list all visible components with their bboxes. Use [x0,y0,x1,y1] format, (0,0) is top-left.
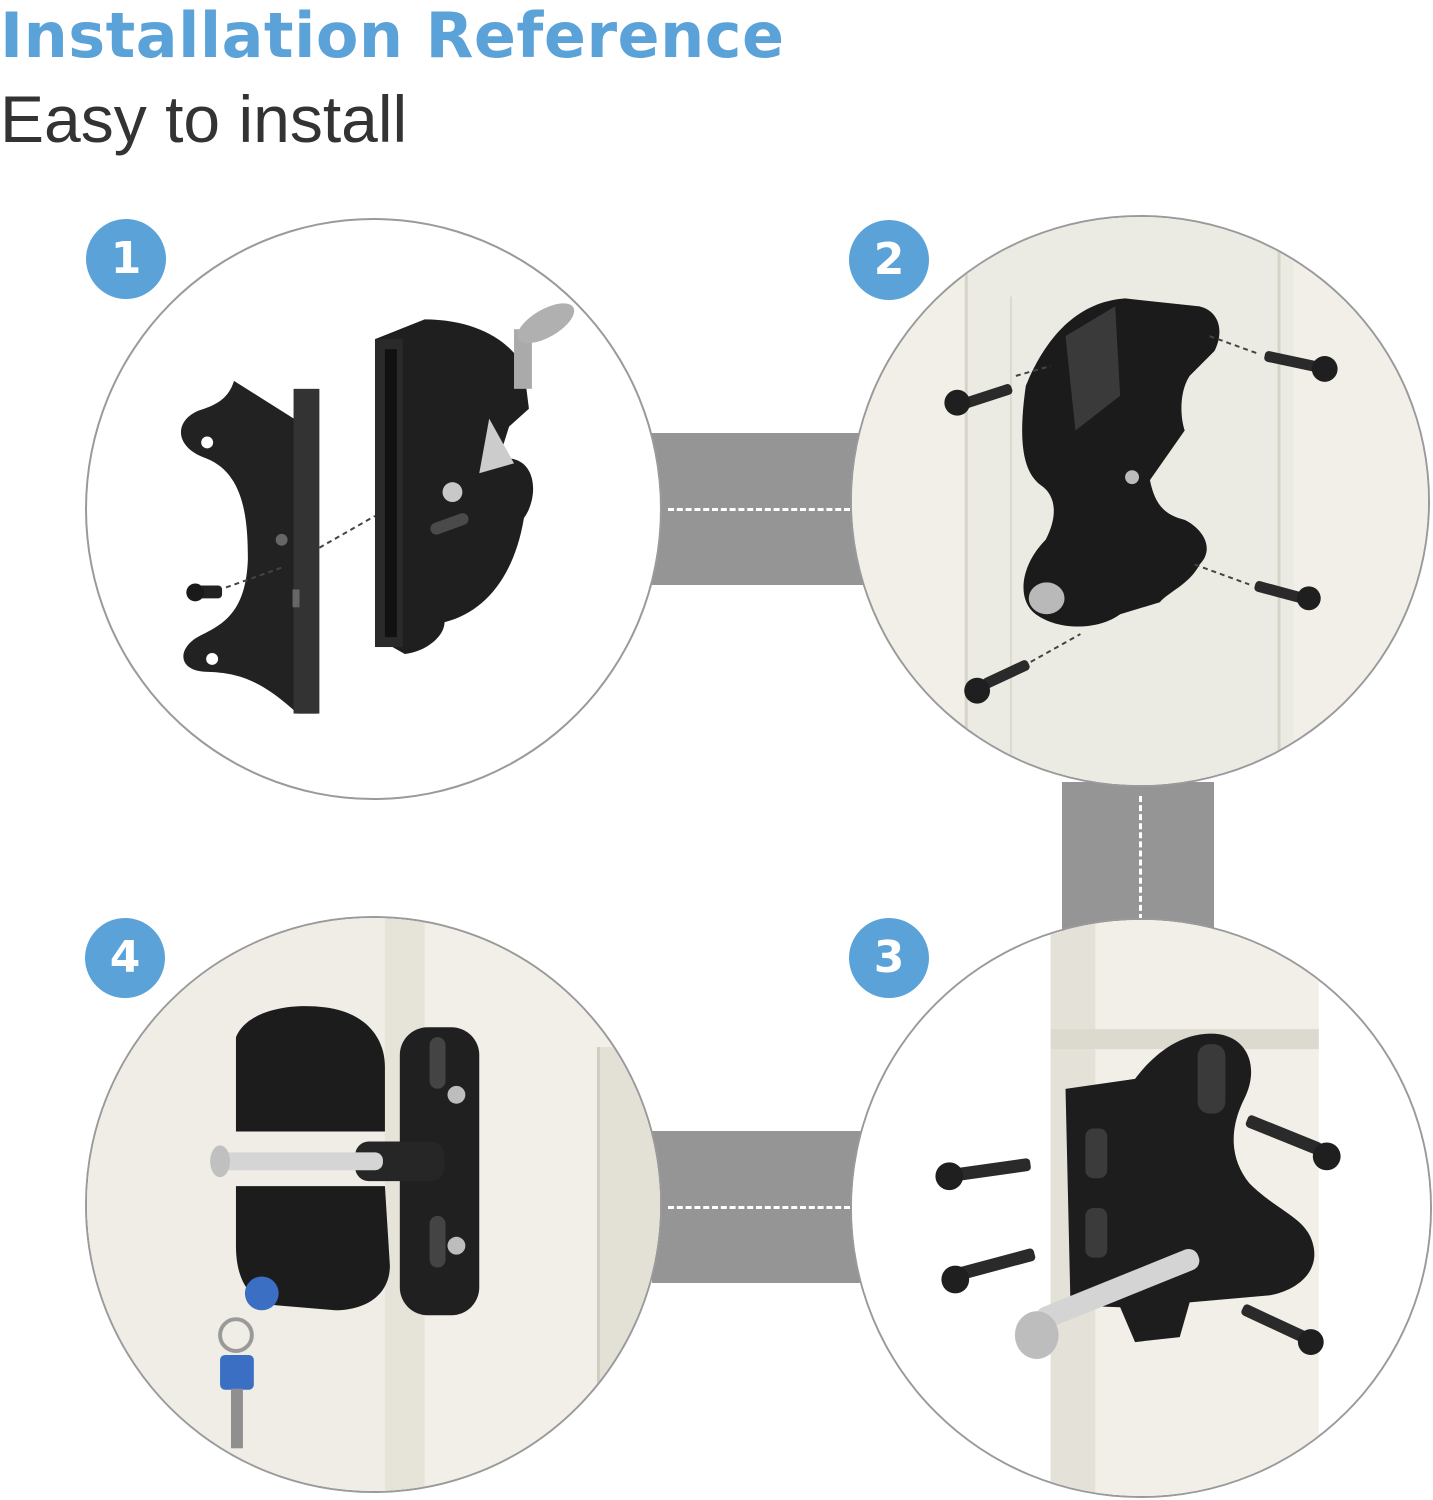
screw-icon [935,1158,1031,1191]
connector-2-to-3 [1062,782,1214,934]
step-4-illustration [85,916,662,1493]
key-icon [218,1276,279,1449]
keeper-bracket-with-pin-and-screws-icon [852,920,1430,1496]
connector-1-to-2-dashes [668,508,850,511]
screw-icon [1264,351,1338,382]
step-3-badge: 3 [849,918,929,998]
step-4-badge: 4 [85,918,165,998]
step-2-badge: 2 [849,220,929,300]
step-1-badge: 1 [86,219,166,299]
latch-mounted-on-post-with-screws-icon [852,217,1428,785]
page-title: Installation Reference [0,0,785,72]
connector-2-to-3-dashes [1139,796,1142,920]
screw-icon [944,384,1013,416]
screw-icon [941,1248,1036,1294]
screw-icon [1254,581,1321,611]
connector-3-to-4-dashes [668,1206,850,1209]
step-2-illustration [850,215,1430,787]
screw-icon [964,660,1030,704]
pin-icon [1014,1248,1200,1359]
screw-icon [1241,1304,1324,1355]
screw-icon [1245,1115,1341,1171]
latch-and-mount-bracket-exploded-icon [180,303,575,714]
step-1-illustration [85,218,662,800]
latch-closed-with-key-icon [87,918,660,1491]
step-3-illustration [850,918,1432,1498]
page-subtitle: Easy to install [0,82,408,156]
screw-icon [186,583,223,602]
